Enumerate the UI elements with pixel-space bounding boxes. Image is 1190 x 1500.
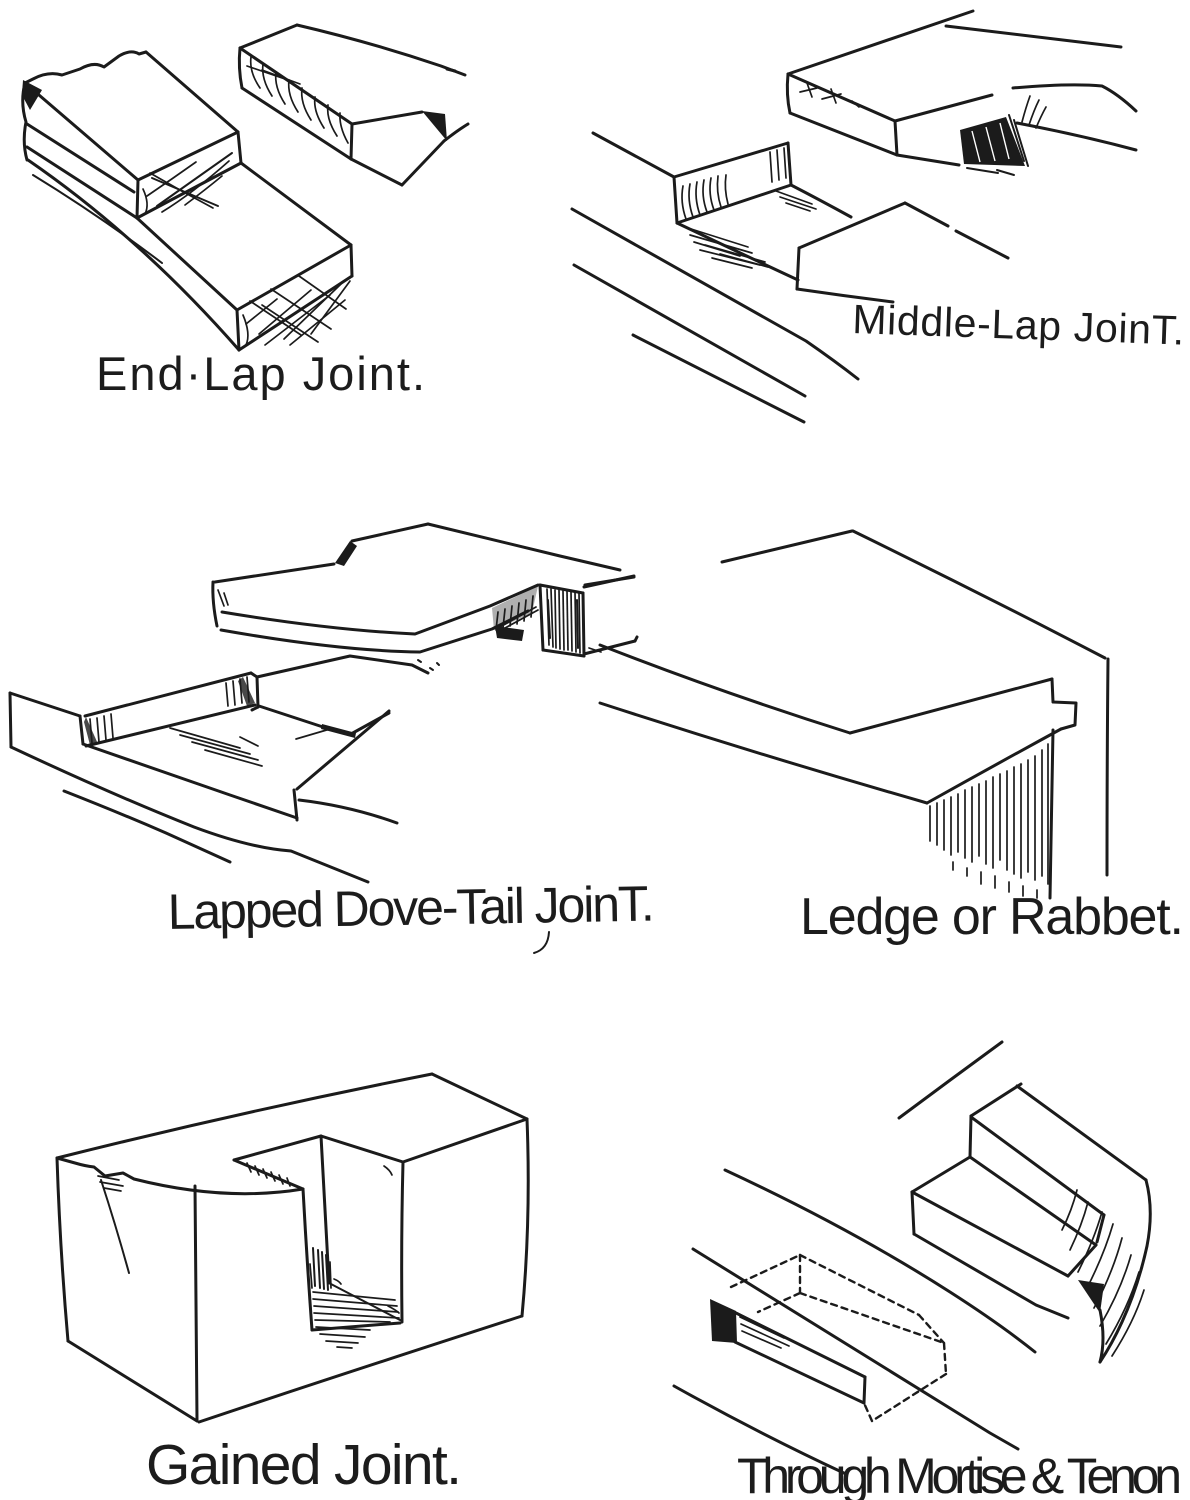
svg-text:End·Lap Joint.: End·Lap Joint.: [96, 347, 426, 400]
svg-text:Lapped Dove-Tail JoinT.: Lapped Dove-Tail JoinT.: [167, 876, 655, 940]
svg-text:Ledge or Rabbet.: Ledge or Rabbet.: [800, 888, 1185, 946]
svg-text:Gained Joint.: Gained Joint.: [146, 1433, 463, 1497]
svg-text:Through Mortise & Tenon: Through Mortise & Tenon: [737, 1448, 1182, 1500]
